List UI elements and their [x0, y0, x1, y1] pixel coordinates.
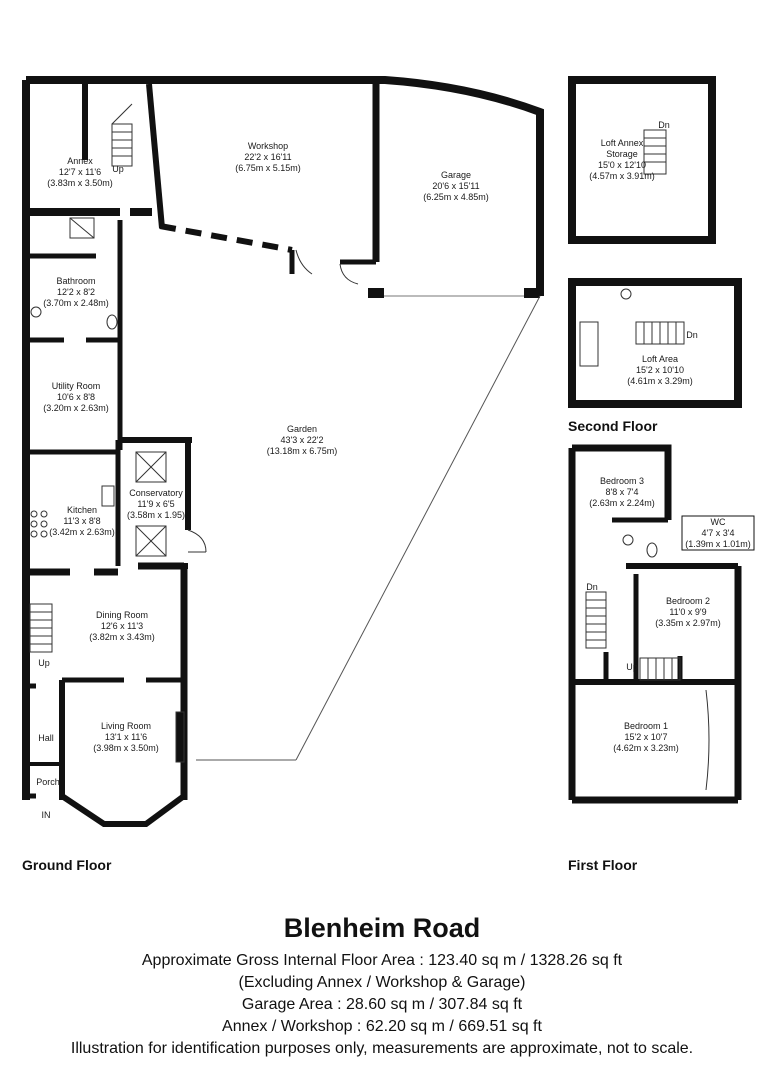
bedroom3-name: Bedroom 3	[600, 476, 644, 486]
workshop-name: Workshop	[248, 141, 288, 151]
dining-imperial: 12'6 x 11'3	[101, 621, 143, 631]
bathroom-metric: (3.70m x 2.48m)	[43, 298, 109, 308]
garage-name: Garage	[441, 170, 471, 180]
loft-area-metric: (4.61m x 3.29m)	[627, 376, 693, 386]
living-imperial: 13'1 x 11'6	[105, 732, 147, 742]
plan-markers: Up Up Hall Porch IN Dn Dn Dn Up	[36, 120, 698, 820]
garage-imperial: 20'6 x 15'11	[432, 181, 479, 191]
loft-annex-name2: Storage	[606, 149, 638, 159]
garden-metric: (13.18m x 6.75m)	[267, 446, 338, 456]
workshop-metric: (6.75m x 5.15m)	[235, 163, 301, 173]
ground-fixtures	[30, 217, 359, 763]
hall-marker: Hall	[38, 733, 54, 743]
ground-floor-walls	[22, 76, 544, 800]
dining-metric: (3.82m x 3.43m)	[89, 632, 155, 642]
conservatory-imperial: 11'9 x 6'5	[137, 499, 174, 509]
utility-metric: (3.20m x 2.63m)	[43, 403, 109, 413]
room-labels: Annex 12'7 x 11'6 (3.83m x 3.50m) Worksh…	[43, 138, 751, 753]
second-floor-fixtures	[579, 129, 685, 367]
bedroom1-imperial: 15'2 x 10'7	[625, 732, 668, 742]
first-floor-fixtures	[585, 515, 755, 791]
annex-stairs	[111, 103, 133, 167]
loft-area-dn-marker: Dn	[686, 330, 698, 340]
garage-metric: (6.25m x 4.85m)	[423, 192, 489, 202]
loft-area-imperial: 15'2 x 10'10	[636, 365, 684, 375]
plan-footer: Blenheim Road Approximate Gross Internal…	[0, 912, 764, 1060]
ground-stairs	[29, 603, 53, 653]
wc-metric: (1.39m x 1.01m)	[685, 539, 751, 549]
garden-imperial: 43'3 x 22'2	[281, 435, 324, 445]
living-metric: (3.98m x 3.50m)	[93, 743, 159, 753]
loft-annex-metric: (4.57m x 3.91m)	[589, 171, 655, 181]
annex-area-text: Annex / Workshop : 62.20 sq m / 669.51 s…	[222, 1018, 542, 1035]
workshop-imperial: 22'2 x 16'11	[244, 152, 291, 162]
ground-up-marker: Up	[38, 658, 50, 668]
utility-name: Utility Room	[52, 381, 101, 391]
garden-name: Garden	[287, 424, 317, 434]
first-floor-title: First Floor	[568, 857, 638, 873]
exclusion-text: (Excluding Annex / Workshop & Garage)	[238, 974, 526, 991]
bathroom-imperial: 12'2 x 8'2	[57, 287, 95, 297]
bedroom3-imperial: 8'8 x 7'4	[606, 487, 639, 497]
annex-name: Annex	[67, 156, 93, 166]
loft-annex-name: Loft Annex	[601, 138, 644, 148]
kitchen-metric: (3.42m x 2.63m)	[49, 527, 115, 537]
bedroom2-name: Bedroom 2	[666, 596, 710, 606]
annex-workshop-walls	[82, 83, 540, 298]
dining-name: Dining Room	[96, 610, 148, 620]
wc-name: WC	[711, 517, 726, 527]
annex-up-marker: Up	[112, 164, 124, 174]
annex-imperial: 12'7 x 11'6	[59, 167, 101, 177]
loft-annex-imperial: 15'0 x 12'10	[598, 160, 646, 170]
conservatory-metric: (3.58m x 1.95)	[127, 510, 185, 520]
porch-marker: Porch	[36, 777, 60, 787]
property-title: Blenheim Road	[283, 913, 481, 943]
disclaimer-text: Illustration for identification purposes…	[70, 1040, 694, 1057]
bedroom2-metric: (3.35m x 2.97m)	[655, 618, 721, 628]
conservatory-name: Conservatory	[129, 488, 183, 498]
second-floor-walls	[568, 76, 742, 408]
annex-metric: (3.83m x 3.50m)	[47, 178, 113, 188]
gross-area-text: Approximate Gross Internal Floor Area : …	[141, 952, 623, 969]
first-dn-marker: Dn	[586, 582, 598, 592]
bedroom2-imperial: 11'0 x 9'9	[669, 607, 706, 617]
wc-imperial: 4'7 x 3'4	[702, 528, 735, 538]
first-up-marker: Up	[626, 662, 638, 672]
garden-boundary	[196, 295, 541, 761]
bedroom1-metric: (4.62m x 3.23m)	[613, 743, 679, 753]
bedroom1-name: Bedroom 1	[624, 721, 668, 731]
first-floor-walls	[568, 444, 742, 804]
kitchen-imperial: 11'3 x 8'8	[63, 516, 100, 526]
living-name: Living Room	[101, 721, 151, 731]
kitchen-name: Kitchen	[67, 505, 97, 515]
second-floor-title: Second Floor	[568, 418, 658, 434]
in-marker: IN	[42, 810, 51, 820]
garage-area-text: Garage Area : 28.60 sq m / 307.84 sq ft	[241, 996, 523, 1013]
loft-area-name: Loft Area	[642, 354, 678, 364]
loft-annex-dn-marker: Dn	[658, 120, 670, 130]
ground-floor-title: Ground Floor	[22, 857, 112, 873]
bathroom-name: Bathroom	[56, 276, 95, 286]
utility-imperial: 10'6 x 8'8	[57, 392, 95, 402]
bedroom3-metric: (2.63m x 2.24m)	[589, 498, 655, 508]
